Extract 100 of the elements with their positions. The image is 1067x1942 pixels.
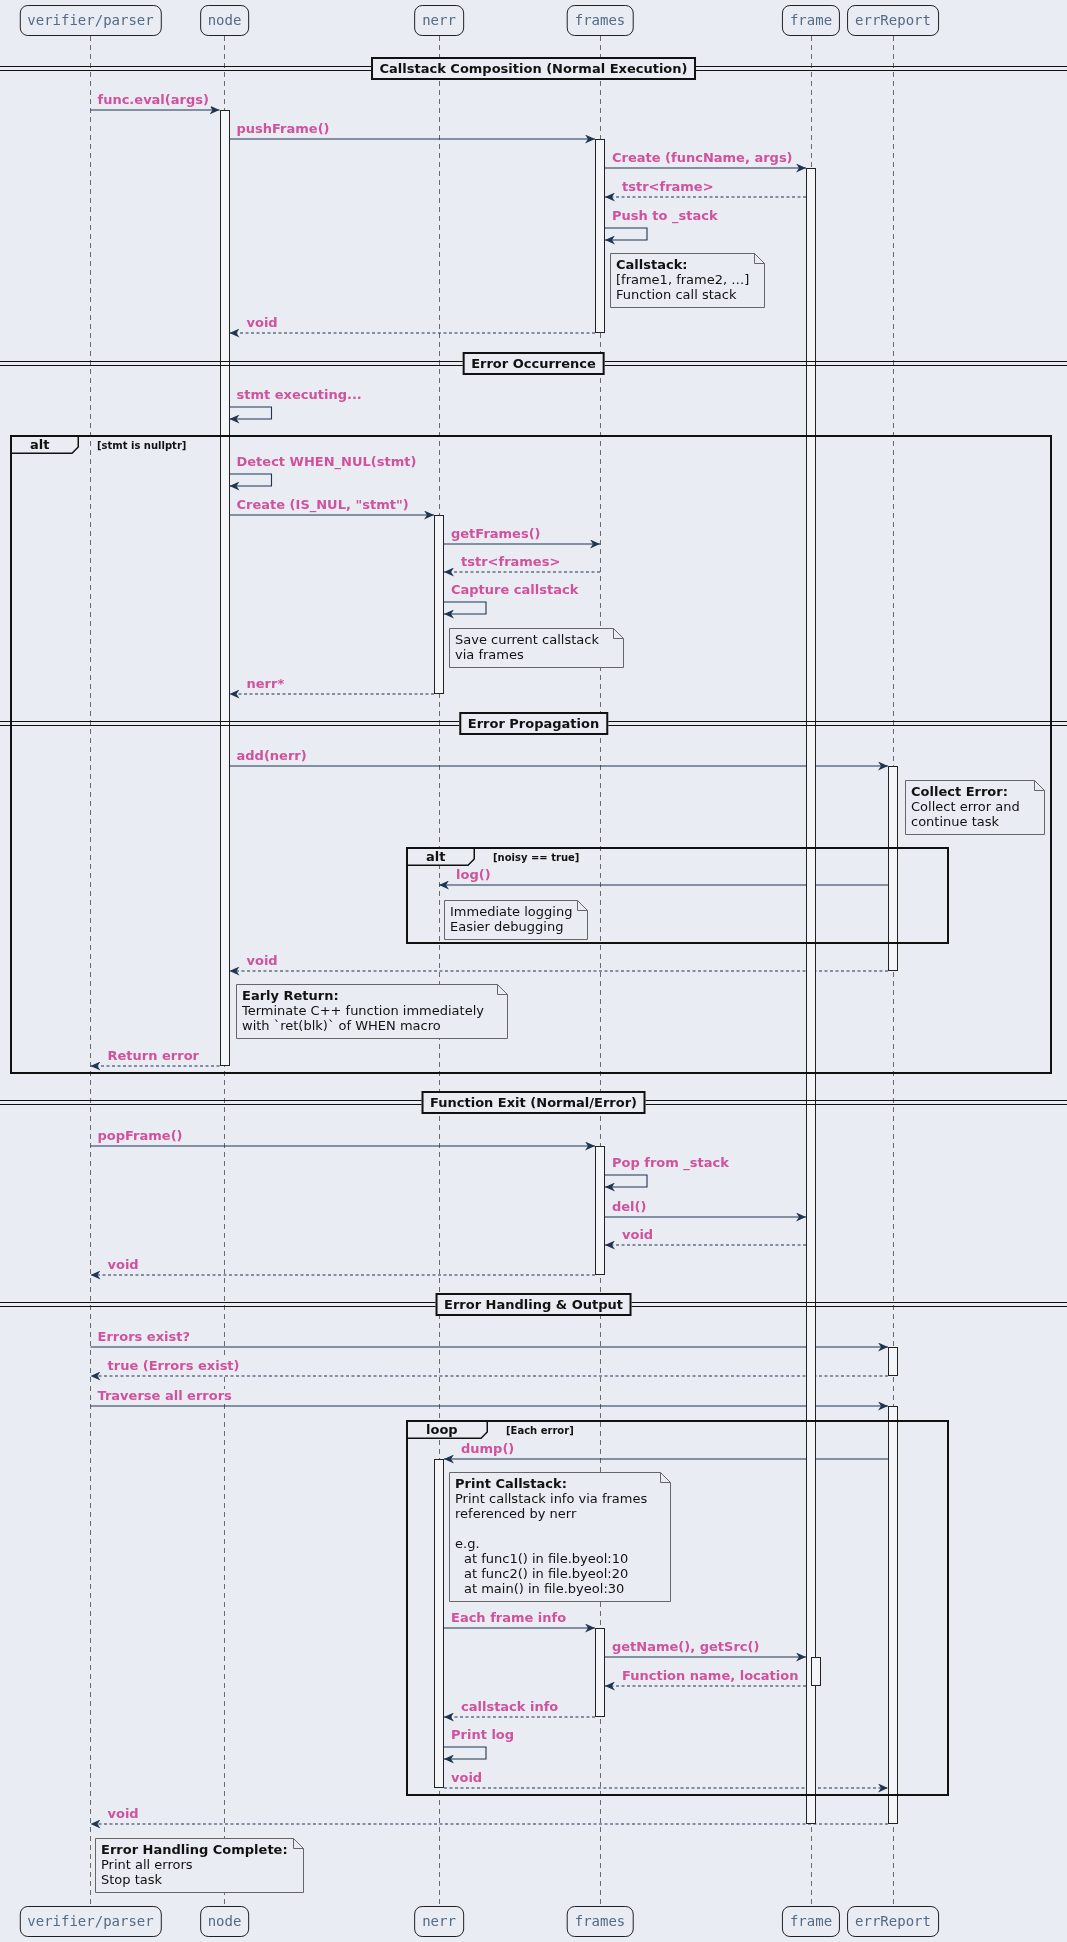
- message-label: Create (funcName, args): [610, 151, 795, 165]
- return-arrow: [89, 1819, 889, 1829]
- self-call-arrow: [228, 473, 273, 491]
- note: [610, 253, 766, 308]
- message-label: add(nerr): [234, 749, 309, 763]
- self-call-arrow: [604, 227, 648, 245]
- section-divider: [0, 56, 1067, 80]
- note-text: e.g.: [455, 1536, 481, 1551]
- message-label: Detect WHEN_NUL(stmt): [234, 455, 419, 469]
- section-label: Error Occurrence: [462, 351, 605, 375]
- note-text: [frame1, frame2, …]: [616, 272, 750, 287]
- participant-head: node: [199, 5, 250, 36]
- participant-head: nerr: [414, 5, 464, 36]
- note-text: Immediate logging: [450, 904, 573, 919]
- note-text: Print all errors: [101, 1857, 194, 1872]
- note: [444, 900, 589, 940]
- message-arrow: [228, 134, 596, 144]
- section-divider: [0, 1292, 1067, 1316]
- self-call-arrow: [443, 1746, 487, 1764]
- return-arrow: [228, 966, 889, 976]
- message-label: Each frame info: [449, 1611, 569, 1625]
- message-label: true (Errors exist): [105, 1359, 242, 1373]
- message-arrow: [604, 163, 807, 173]
- message-arrow: [604, 1652, 807, 1662]
- participant-head: frames: [566, 5, 634, 36]
- message-label: dump(): [459, 1442, 517, 1456]
- message-label: Create (IS_NUL, "stmt"): [234, 498, 411, 512]
- return-arrow: [443, 1783, 889, 1793]
- note-text: Collect error and continue task: [911, 799, 1021, 829]
- fragment-frame: [406, 847, 949, 944]
- activation-bar: [888, 1347, 898, 1376]
- message-label: Capture callstack: [449, 583, 581, 597]
- message-arrow: [89, 1342, 889, 1352]
- note-text: Function call stack: [616, 287, 738, 302]
- note: [236, 984, 508, 1039]
- participant-head: frame: [781, 1906, 841, 1937]
- activation-bar: [595, 1146, 605, 1275]
- message-arrow: [443, 539, 601, 549]
- return-arrow: [89, 1061, 221, 1071]
- message-label: Errors exist?: [95, 1330, 192, 1344]
- message-label: void: [244, 316, 280, 330]
- note-heading: Early Return:: [242, 988, 340, 1003]
- message-label: void: [105, 1258, 141, 1272]
- return-arrow: [89, 1371, 889, 1381]
- return-arrow: [604, 1681, 807, 1691]
- message-label: getName(), getSrc(): [610, 1640, 762, 1654]
- section-label: Error Handling & Output: [435, 1292, 632, 1316]
- section-divider: [0, 1090, 1067, 1114]
- note: [95, 1838, 304, 1893]
- participant-head: verifier/parser: [19, 5, 162, 36]
- note-text: Stop task: [101, 1872, 164, 1887]
- message-label: Traverse all errors: [95, 1389, 234, 1403]
- guard-condition: [noisy == true]: [493, 852, 580, 864]
- guard-condition: [stmt is nullptr]: [97, 440, 187, 452]
- note-text: Easier debugging: [450, 919, 565, 934]
- note-heading: Error Handling Complete:: [101, 1842, 288, 1857]
- operator-tab: alt: [12, 437, 80, 454]
- activation-bar: [888, 1406, 898, 1824]
- message-label: Function name, location: [620, 1669, 801, 1683]
- participant-head: verifier/parser: [19, 1906, 162, 1937]
- self-call-arrow: [443, 601, 487, 619]
- section-label: Error Propagation: [458, 711, 609, 735]
- note-heading: Print Callstack:: [455, 1476, 568, 1491]
- return-arrow: [443, 567, 601, 577]
- lifeline: [89, 36, 92, 1906]
- activation-bar: [595, 1628, 605, 1717]
- note-heading: Callstack:: [616, 257, 689, 272]
- message-label: Push to _stack: [610, 209, 720, 223]
- activation-bar: [811, 1657, 821, 1686]
- message-arrow: [604, 1212, 807, 1222]
- note-text: at func1() in file.byeol:10: [463, 1551, 630, 1566]
- return-arrow: [228, 689, 435, 699]
- message-arrow: [438, 880, 889, 890]
- section-label: Callstack Composition (Normal Execution): [370, 56, 697, 80]
- section-label: Function Exit (Normal/Error): [421, 1090, 646, 1114]
- note-text: Print callstack info via frames referenced by nerr: [455, 1491, 649, 1521]
- return-arrow: [604, 1240, 807, 1250]
- participant-head: errReport: [847, 1906, 939, 1937]
- message-label: func.eval(args): [95, 93, 211, 107]
- participant-head: frames: [566, 1906, 634, 1937]
- participant-head: nerr: [414, 1906, 464, 1937]
- note-text: Save current callstack via frames: [455, 632, 600, 662]
- activation-bar: [219, 110, 230, 1066]
- activation-bar: [888, 766, 898, 971]
- message-label: tstr<frame>: [620, 180, 716, 194]
- operator-tab: loop: [408, 1422, 488, 1439]
- return-arrow: [228, 328, 596, 338]
- message-label: pushFrame(): [234, 122, 332, 136]
- message-label: Pop from _stack: [610, 1156, 731, 1170]
- message-label: nerr*: [244, 677, 287, 691]
- note: [449, 1472, 671, 1602]
- message-label: getFrames(): [449, 527, 543, 541]
- return-arrow: [604, 192, 807, 202]
- message-arrow: [443, 1454, 889, 1464]
- message-arrow: [228, 761, 889, 771]
- return-arrow: [443, 1712, 596, 1722]
- self-call-arrow: [604, 1174, 648, 1192]
- note-text: at main() in file.byeol:30: [463, 1581, 626, 1596]
- participant-head: errReport: [847, 5, 939, 36]
- message-label: void: [244, 954, 280, 968]
